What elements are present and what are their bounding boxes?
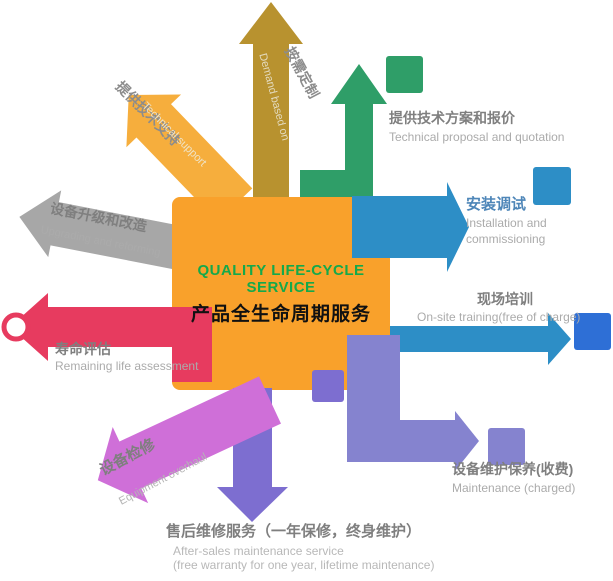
center-title: QUALITY LIFE-CYCLE SERVICE 产品全生命周期服务 bbox=[172, 197, 390, 390]
installation-bullet-square bbox=[533, 167, 571, 205]
corner-square bbox=[312, 370, 344, 402]
upgrade-arrow bbox=[19, 190, 205, 274]
proposal-elbow bbox=[300, 170, 346, 198]
maintenance-arrow-vertical bbox=[347, 335, 400, 462]
life-assessment-ring-icon bbox=[1, 312, 31, 342]
installation-label-zh: 安装调试 bbox=[466, 196, 527, 213]
installation-label-en2: commissioning bbox=[466, 232, 546, 246]
aftersales-label-en2: (free warranty for one year, lifetime ma… bbox=[173, 558, 435, 572]
overhaul-arrow bbox=[97, 376, 281, 504]
training-bullet-square bbox=[574, 313, 611, 350]
proposal-label-en: Technical proposal and quotation bbox=[389, 130, 565, 144]
maintenance-arrow-head bbox=[455, 411, 479, 471]
life-assessment-arrow bbox=[10, 293, 212, 361]
maintenance-label-zh: 设备维护保养(收费) bbox=[452, 461, 574, 477]
proposal-bullet-square bbox=[386, 56, 423, 93]
life-assessment-label-zh: 寿命评估 bbox=[55, 341, 111, 357]
installation-arrow bbox=[352, 182, 469, 272]
center-title-en: QUALITY LIFE-CYCLE SERVICE bbox=[197, 261, 365, 296]
training-label-zh: 现场培训 bbox=[477, 291, 533, 307]
life-assessment-label-en: Remaining life assessment bbox=[55, 359, 199, 373]
training-arrow bbox=[390, 313, 571, 365]
installation-label-en1: Installation and bbox=[466, 216, 547, 230]
maintenance-arrow-horizontal bbox=[400, 420, 455, 462]
aftersales-label-zh: 售后维修服务（一年保修，终身维护） bbox=[166, 523, 422, 540]
training-label-en: On-site training(free of charge) bbox=[417, 310, 581, 324]
maintenance-bullet-square bbox=[488, 428, 525, 465]
maintenance-label-en: Maintenance (charged) bbox=[452, 481, 576, 495]
proposal-label-zh: 提供技术方案和报价 bbox=[389, 110, 515, 126]
demand-arrow bbox=[239, 2, 303, 210]
proposal-arrow bbox=[331, 64, 387, 198]
center-box bbox=[172, 197, 390, 390]
tech-support-arrow bbox=[126, 94, 253, 222]
center-title-zh: 产品全生命周期服务 bbox=[190, 303, 371, 325]
aftersales-label-en1: After-sales maintenance service bbox=[173, 544, 344, 558]
